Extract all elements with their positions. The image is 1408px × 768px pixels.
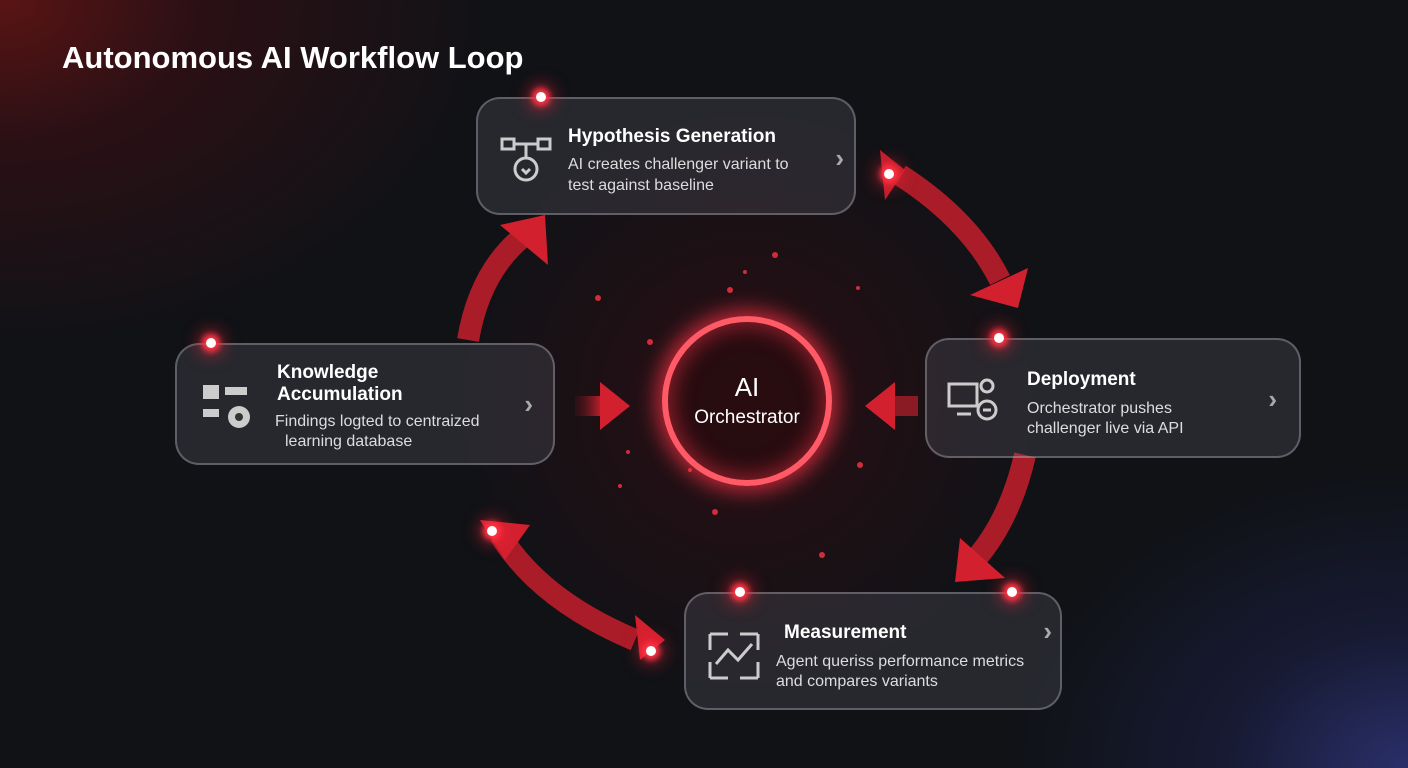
card-title: Knowledge — [277, 362, 379, 383]
card-description: Agent queriss performance metrics — [776, 653, 1025, 670]
arrowhead — [970, 268, 1028, 308]
arrowhead — [500, 215, 548, 265]
page-title: Autonomous AI Workflow Loop — [62, 40, 524, 75]
database-gear-icon — [203, 385, 250, 428]
chevron-right-icon[interactable]: › — [524, 389, 533, 419]
card-hypothesis-generation[interactable]: Hypothesis Generation AI creates challen… — [476, 97, 856, 215]
card-description: Findings logted to centraized — [275, 413, 480, 430]
hub-sublabel: Orchestrator — [694, 407, 800, 428]
chart-analytics-icon — [708, 632, 760, 680]
arrow-knowledge-to-hypothesis — [457, 226, 532, 342]
chevron-right-icon[interactable]: › — [835, 143, 844, 173]
glow-dot — [646, 646, 656, 656]
glow-dot — [536, 92, 546, 102]
arrow-measurement-to-knowledge — [490, 529, 640, 651]
hub-label: AI — [734, 372, 760, 402]
card-description: Orchestrator pushes — [1027, 400, 1172, 417]
monitor-deploy-icon — [947, 378, 998, 421]
glow-dot — [206, 338, 216, 348]
card-knowledge-accumulation[interactable]: Knowledge Accumulation Findings logted t… — [175, 343, 555, 465]
chevron-right-icon[interactable]: › — [1043, 616, 1052, 646]
arrowhead-to-center-right — [865, 382, 895, 430]
card-title: Hypothesis Generation — [568, 126, 776, 147]
branching-flow-icon — [500, 137, 552, 182]
glow-dot — [735, 587, 745, 597]
glow-dot — [487, 526, 497, 536]
card-title: Measurement — [784, 622, 907, 643]
glow-dot — [1007, 587, 1017, 597]
card-title: Accumulation — [277, 384, 403, 405]
ai-orchestrator-hub: AI Orchestrator — [662, 316, 832, 486]
card-description: AI creates challenger variant to — [568, 156, 789, 173]
card-title: Deployment — [1027, 369, 1136, 390]
arrowhead — [635, 615, 665, 660]
glow-dot — [994, 333, 1004, 343]
arrowhead — [955, 538, 1005, 582]
card-description: challenger live via API — [1027, 420, 1184, 437]
arrow-hypothesis-to-deployment — [894, 165, 1010, 286]
arrowhead-to-center-left — [600, 382, 630, 430]
arrow-deployment-to-measurement — [966, 452, 1036, 568]
card-deployment[interactable]: Deployment Orchestrator pushes challenge… — [925, 338, 1301, 458]
card-description: test against baseline — [568, 177, 714, 194]
chevron-right-icon[interactable]: › — [1268, 384, 1277, 414]
card-description: and compares variants — [776, 673, 938, 690]
glow-dot — [884, 169, 894, 179]
card-measurement[interactable]: Measurement Agent queriss performance me… — [684, 592, 1062, 710]
card-description: learning database — [285, 433, 413, 450]
